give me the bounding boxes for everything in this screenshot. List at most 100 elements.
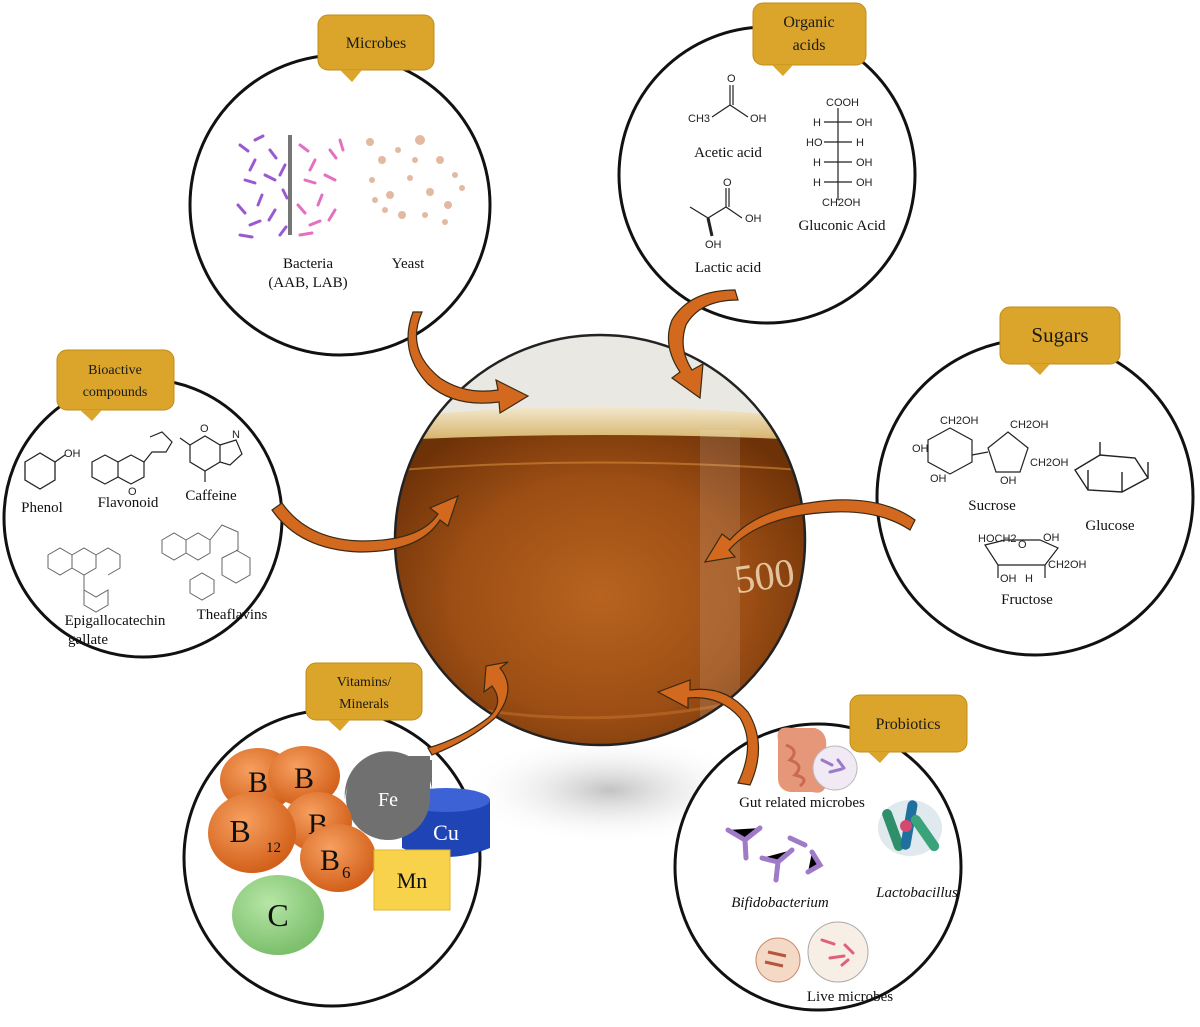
lactic-oh-label: OH bbox=[745, 213, 762, 225]
gluc-h4: H bbox=[813, 177, 821, 189]
fructose-hoch2: HOCH2 bbox=[978, 533, 1017, 545]
gluc-ch2oh: CH2OH bbox=[822, 197, 861, 209]
microbes-title: Microbes bbox=[346, 35, 406, 52]
fructose-label: Fructose bbox=[1001, 592, 1053, 608]
flavonoid-o: O bbox=[128, 486, 137, 498]
cooh-label: COOH bbox=[826, 97, 859, 109]
gluconic-acid-structure bbox=[824, 108, 852, 200]
gluc-h3: H bbox=[813, 157, 821, 169]
caffeine-n: N bbox=[232, 429, 240, 441]
egcg-label-1: Epigallocatechin bbox=[65, 613, 166, 629]
gut-illustration bbox=[777, 727, 858, 793]
fe-drop: Fe bbox=[344, 751, 432, 840]
mn-square: Mn bbox=[373, 849, 451, 911]
live-microbes-label: Live microbes bbox=[807, 989, 893, 1005]
vitamin-b12: B bbox=[229, 813, 250, 849]
arrow-bioactive bbox=[271, 494, 459, 553]
ch3-label: CH3 bbox=[688, 113, 710, 125]
microbes-panel: Bacteria (AAB, LAB) Yeast Microbes bbox=[188, 14, 492, 357]
sucrose-oh1: OH bbox=[912, 443, 929, 455]
gut-microbes-label: Gut related microbes bbox=[739, 795, 865, 811]
acetic-acid-structure bbox=[711, 85, 749, 118]
fructose-ch2oh: CH2OH bbox=[1048, 559, 1087, 571]
sugars-tag: Sugars bbox=[999, 306, 1121, 375]
sucrose-ch2oh3: CH2OH bbox=[1030, 457, 1069, 469]
vitamin-c: C bbox=[267, 897, 288, 933]
gluconic-acid-label: Gluconic Acid bbox=[798, 218, 886, 234]
fe-label: Fe bbox=[378, 789, 398, 811]
sucrose-ch2oh1: CH2OH bbox=[940, 415, 979, 427]
bacteria-types-label: (AAB, LAB) bbox=[268, 275, 347, 291]
phenol-structure bbox=[24, 452, 66, 490]
bifidobacterium-illustration bbox=[725, 825, 824, 883]
arrows bbox=[271, 289, 916, 786]
egcg-label-2: gallate bbox=[68, 632, 108, 648]
gluc-h2: H bbox=[856, 137, 864, 149]
caffeine-o1: O bbox=[200, 423, 209, 435]
caffeine-structure bbox=[179, 435, 243, 482]
yeast-label: Yeast bbox=[392, 256, 425, 272]
glucose-structure bbox=[1074, 442, 1150, 493]
fructose-oh1: OH bbox=[1043, 532, 1060, 544]
arrow-organic-acids bbox=[667, 289, 739, 400]
caffeine-label: Caffeine bbox=[185, 488, 237, 504]
gluc-ho: HO bbox=[806, 137, 823, 149]
lactic-acid-label: Lactic acid bbox=[695, 260, 762, 276]
sucrose-oh3: OH bbox=[1000, 475, 1017, 487]
lactobacillus-illustration bbox=[878, 800, 942, 856]
phenol-label: Phenol bbox=[21, 500, 63, 516]
theaflavins-label: Theaflavins bbox=[197, 607, 268, 623]
sugars-title: Sugars bbox=[1031, 323, 1088, 347]
bioactive-panel: OH Phenol O Flavonoid O N Caffeine Epiga… bbox=[2, 349, 284, 659]
organic-acids-panel: CH3 OH O Acetic acid O OH OH Lactic acid… bbox=[617, 2, 917, 325]
flavonoid-structure bbox=[91, 431, 173, 485]
acetic-oh-label: OH bbox=[750, 113, 767, 125]
organic-acids-title-1: Organic bbox=[783, 14, 834, 31]
live-microbes-illustration bbox=[755, 921, 869, 983]
vitamin-balls: B B B B 12 B 6 C bbox=[208, 746, 376, 955]
sugars-panel: CH2OH CH2OH CH2OH OH OH OH Sucrose Gluco… bbox=[875, 306, 1195, 657]
bioactive-title-2: compounds bbox=[83, 385, 148, 400]
gluc-h1: H bbox=[813, 117, 821, 129]
bacteria-label: Bacteria bbox=[283, 256, 333, 272]
bacteria-illustration bbox=[236, 134, 345, 239]
egcg-structure bbox=[47, 547, 121, 613]
bifidobacterium-label: Bifidobacterium bbox=[731, 895, 829, 911]
probiotics-title: Probiotics bbox=[876, 716, 941, 733]
probiotics-tag: Probiotics bbox=[849, 694, 968, 763]
flavonoid-label: Flavonoid bbox=[98, 495, 159, 511]
acetic-acid-label: Acetic acid bbox=[694, 145, 762, 161]
vitamin-b12-sub: 12 bbox=[266, 840, 281, 856]
acetic-o-label: O bbox=[727, 73, 736, 85]
gluc-oh3: OH bbox=[856, 177, 873, 189]
sucrose-ch2oh2: CH2OH bbox=[1010, 419, 1049, 431]
lactic-acid-structure bbox=[689, 188, 743, 237]
vitamins-panel: Cu Fe B B B B 12 B 6 C Mn bbox=[182, 662, 490, 1008]
fructose-o: O bbox=[1018, 539, 1027, 551]
phenol-oh: OH bbox=[64, 448, 81, 460]
cu-label: Cu bbox=[433, 820, 459, 845]
arrow-sugars bbox=[703, 499, 916, 563]
fructose-oh2: OH bbox=[1000, 573, 1017, 585]
microbes-tag: Microbes bbox=[317, 14, 435, 82]
bioactive-title-1: Bioactive bbox=[88, 363, 142, 378]
probiotics-panel: Gut related microbes Bifidobacterium Lac… bbox=[673, 694, 968, 1012]
organic-acids-tag: Organic acids bbox=[752, 2, 867, 76]
center-beaker: 500 bbox=[393, 333, 807, 747]
fructose-structure bbox=[984, 539, 1059, 578]
vitamins-title-1: Vitamins/ bbox=[337, 675, 391, 690]
beaker-volume-mark: 500 bbox=[732, 549, 798, 602]
lactic-oh2-label: OH bbox=[705, 239, 722, 251]
vitamin-b6-sub: 6 bbox=[342, 863, 351, 882]
bioactive-tag: Bioactive compounds bbox=[56, 349, 175, 421]
lactic-o-label: O bbox=[723, 177, 732, 189]
organic-acids-title-2: acids bbox=[793, 37, 826, 54]
fructose-h: H bbox=[1025, 573, 1033, 585]
vitamin-b6: B bbox=[320, 844, 340, 877]
vitamins-title-2: Minerals bbox=[339, 697, 389, 712]
lactobacillus-label: Lactobacillus bbox=[875, 885, 958, 901]
sucrose-structure bbox=[927, 427, 1029, 475]
sucrose-label: Sucrose bbox=[968, 498, 1016, 514]
sucrose-oh2: OH bbox=[930, 473, 947, 485]
